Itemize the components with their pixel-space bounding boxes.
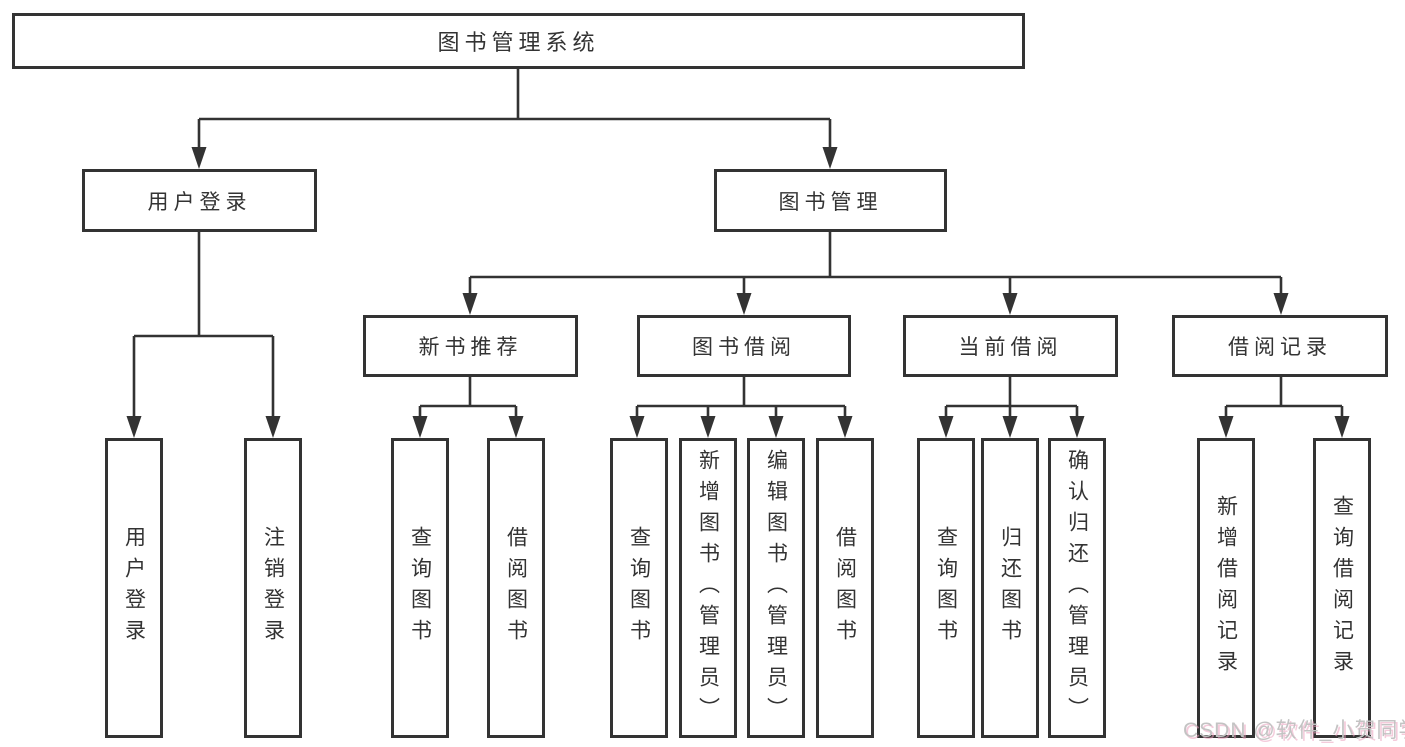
node-current-borrowing: 当前借阅 <box>903 315 1118 377</box>
node-book-borrowing: 图书借阅 <box>637 315 851 377</box>
arrowhead <box>822 147 838 169</box>
leaf-confirm-return-admin: 确认归还（管理员） <box>1048 438 1106 738</box>
arrowhead <box>1334 416 1350 438</box>
arrowhead <box>508 416 524 438</box>
node-book-management: 图书管理 <box>714 169 947 232</box>
leaf-add-borrow-record: 新增借阅记录 <box>1197 438 1255 738</box>
arrowhead <box>1002 293 1018 315</box>
connector-path <box>132 69 1344 417</box>
leaf-query-books-recommend: 查询图书 <box>391 438 449 738</box>
leaf-query-borrow-record: 查询借阅记录 <box>1313 438 1371 738</box>
leaf-add-books-admin: 新增图书（管理员） <box>679 438 737 738</box>
arrowhead <box>265 416 281 438</box>
arrowhead <box>938 416 954 438</box>
arrowhead <box>837 416 853 438</box>
arrowhead <box>768 416 784 438</box>
arrowhead <box>412 416 428 438</box>
arrowhead <box>1273 293 1289 315</box>
leaf-edit-books-admin: 编辑图书（管理员） <box>747 438 805 738</box>
arrowhead <box>1069 416 1085 438</box>
leaf-borrow-books-borrowing: 借阅图书 <box>816 438 874 738</box>
arrowhead <box>1218 416 1234 438</box>
leaf-query-books-current: 查询图书 <box>917 438 975 738</box>
arrowhead <box>462 293 478 315</box>
arrowhead <box>126 416 142 438</box>
arrowhead <box>191 147 207 169</box>
leaf-user-login: 用户登录 <box>105 438 163 738</box>
arrowhead <box>629 416 645 438</box>
node-borrowing-records: 借阅记录 <box>1172 315 1388 377</box>
node-new-book-recommendation: 新书推荐 <box>363 315 578 377</box>
leaf-return-books: 归还图书 <box>981 438 1039 738</box>
arrowhead <box>700 416 716 438</box>
node-book-management-system: 图书管理系统 <box>12 13 1025 69</box>
node-user-login: 用户登录 <box>82 169 317 232</box>
arrowhead <box>1002 416 1018 438</box>
leaf-query-books-borrowing: 查询图书 <box>610 438 668 738</box>
leaf-logout: 注销登录 <box>244 438 302 738</box>
leaf-borrow-books-recommend: 借阅图书 <box>487 438 545 738</box>
csdn-watermark: CSDN @软件_小贺同学 <box>1183 719 1405 742</box>
arrowhead <box>736 293 752 315</box>
